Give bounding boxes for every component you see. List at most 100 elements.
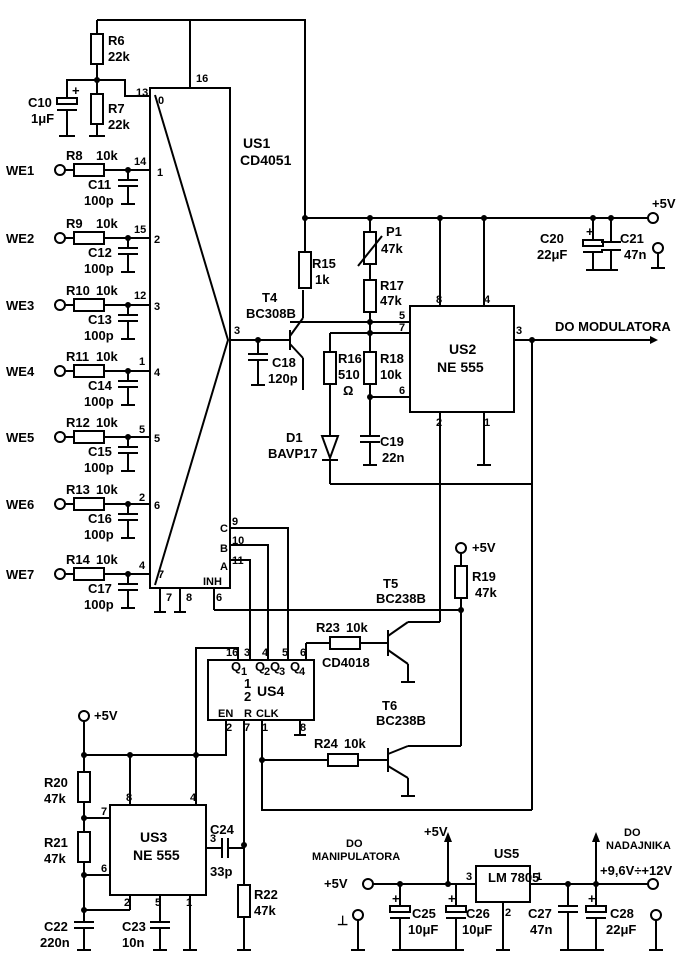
svg-text:BC238B: BC238B [376, 713, 426, 728]
us5-regulator: US5 LM 7805 [475, 846, 539, 903]
svg-text:8: 8 [436, 294, 442, 306]
c10-capacitor [56, 97, 78, 105]
svg-text:6: 6 [399, 385, 405, 397]
r23-resistor [329, 636, 361, 650]
svg-text:R21: R21 [44, 835, 68, 850]
svg-text:US2: US2 [449, 341, 476, 357]
input-cap-val-6: 100p [84, 527, 114, 542]
svg-text:16: 16 [226, 647, 238, 659]
svg-text:CD4018: CD4018 [322, 655, 370, 670]
input-label-we5: WE5 [6, 430, 34, 445]
input-resistor-val-6: 10k [96, 482, 118, 497]
svg-text:Q: Q [255, 659, 265, 674]
svg-text:US4: US4 [257, 683, 284, 699]
t4-transistor [289, 290, 370, 390]
svg-text:2: 2 [226, 722, 232, 734]
svg-text:7: 7 [244, 722, 250, 734]
us1-ref: US1 [243, 135, 270, 151]
svg-text:10μF: 10μF [462, 922, 492, 937]
c26-capacitor [445, 905, 467, 913]
input-cap-ref-1: C11 [88, 177, 111, 192]
input-resistor-val-5: 10k [96, 415, 118, 430]
input-cap-val-7: 100p [84, 597, 114, 612]
svg-text:7: 7 [158, 569, 164, 581]
svg-text:5: 5 [154, 433, 160, 445]
t6-transistor [387, 745, 461, 797]
svg-text:13: 13 [136, 87, 148, 99]
svg-text:3: 3 [244, 647, 250, 659]
us1-part: CD4051 [240, 152, 292, 168]
r7-resistor [90, 93, 104, 125]
svg-text:9: 9 [232, 516, 238, 528]
svg-text:C10: C10 [28, 95, 52, 110]
svg-text:3: 3 [466, 871, 472, 883]
svg-text:NE 555: NE 555 [437, 359, 484, 375]
svg-text:+5V: +5V [94, 708, 118, 723]
svg-text:R19: R19 [472, 569, 496, 584]
svg-text:US5: US5 [494, 846, 519, 861]
input-label-we6: WE6 [6, 497, 34, 512]
svg-text:C24: C24 [210, 822, 235, 837]
input-resistor-ref-3: R10 [66, 283, 90, 298]
svg-text:10k: 10k [344, 736, 366, 751]
svg-text:R17: R17 [380, 278, 404, 293]
svg-text:5: 5 [155, 897, 161, 909]
input-resistor-val-7: 10k [96, 552, 118, 567]
svg-text:5: 5 [282, 647, 288, 659]
p1-potentiometer [363, 231, 377, 265]
svg-text:3: 3 [210, 833, 216, 845]
svg-text:R: R [244, 708, 252, 720]
svg-text:16: 16 [196, 73, 208, 85]
svg-text:US3: US3 [140, 829, 167, 845]
input-cap-val-3: 100p [84, 328, 114, 343]
svg-text:P1: P1 [386, 224, 402, 239]
input-label-we3: WE3 [6, 298, 34, 313]
input-resistor-7 [73, 567, 105, 581]
r17-resistor [363, 279, 377, 313]
input-terminal-we4 [54, 365, 66, 377]
svg-text:DO: DO [346, 838, 363, 850]
svg-text:Q: Q [290, 659, 300, 674]
svg-text:⊥: ⊥ [337, 913, 348, 928]
input-resistor-6 [73, 497, 105, 511]
c20-capacitor [582, 239, 604, 247]
svg-text:4: 4 [484, 294, 491, 306]
svg-text:510: 510 [338, 367, 360, 382]
input-label-we4: WE4 [6, 364, 35, 379]
svg-text:1: 1 [262, 722, 268, 734]
svg-text:8: 8 [186, 592, 192, 604]
input-resistor-val-2: 10k [96, 216, 118, 231]
c25-capacitor [389, 905, 411, 913]
input-terminal-we1 [54, 164, 66, 176]
svg-text:10k: 10k [346, 620, 368, 635]
svg-text:22k: 22k [108, 117, 130, 132]
svg-text:1: 1 [139, 356, 145, 368]
input-resistor-4 [73, 364, 105, 378]
svg-text:BAVP17: BAVP17 [268, 446, 318, 461]
r21-resistor [77, 831, 91, 863]
svg-text:14: 14 [134, 156, 147, 168]
svg-text:1μF: 1μF [31, 111, 54, 126]
svg-text:8: 8 [126, 792, 132, 804]
svg-text:+9,6V÷+12V: +9,6V÷+12V [600, 863, 673, 878]
input-cap-ref-7: C17 [88, 581, 112, 596]
svg-text:R22: R22 [254, 887, 278, 902]
svg-text:BC238B: BC238B [376, 591, 426, 606]
r15-resistor [298, 251, 312, 289]
input-terminal-we7 [54, 568, 66, 580]
svg-text:C25: C25 [412, 906, 436, 921]
svg-text:2: 2 [154, 234, 160, 246]
input-label-we1: WE1 [6, 163, 34, 178]
input-cap-ref-2: C12 [88, 245, 112, 260]
svg-text:NADAJNIKA: NADAJNIKA [606, 840, 671, 852]
svg-text:33p: 33p [210, 864, 232, 879]
svg-text:T6: T6 [382, 698, 397, 713]
input-resistor-3 [73, 298, 105, 312]
r20-resistor [77, 771, 91, 803]
us4-counter: US4 Q 1 Q 2 Q 3 Q 4 1 2 EN R CLK [207, 659, 315, 721]
svg-text:+5V: +5V [424, 824, 448, 839]
svg-text:1k: 1k [315, 272, 330, 287]
svg-text:47k: 47k [44, 851, 66, 866]
